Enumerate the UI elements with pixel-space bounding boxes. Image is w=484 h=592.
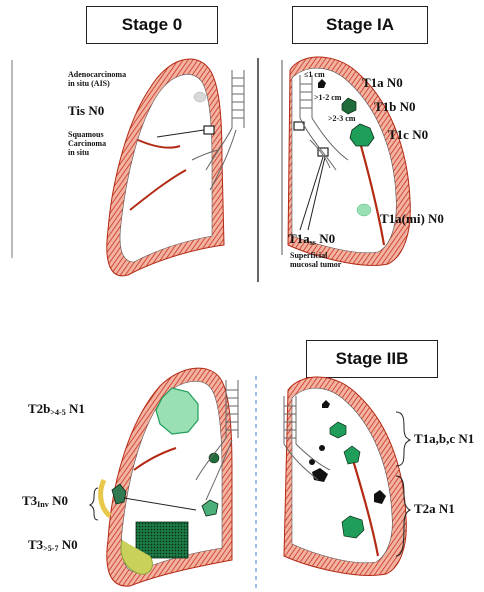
ais-label: Adenocarcinoma in situ (AIS) <box>68 70 148 88</box>
t1b-n0-label: T1b N0 <box>374 100 416 113</box>
squamous-label: Squamous Carcinoma in situ <box>68 130 128 157</box>
size-2-3-label: >2-3 cm <box>328 114 355 123</box>
size-1-2-label: >1-2 cm <box>314 93 341 102</box>
t3inv-sub: Inv <box>37 500 49 509</box>
squamous-label-line3: in situ <box>68 148 128 157</box>
t2b-n: N1 <box>66 401 85 416</box>
t2b-main: T2b <box>28 401 50 416</box>
stageII-left-lung <box>101 368 232 586</box>
t1a-ss-n0-label: T1ass N0 <box>288 232 335 247</box>
ais-lesion <box>194 92 206 102</box>
t3inv-main: T3 <box>22 493 37 508</box>
t3inv-yellow-chest <box>101 480 110 516</box>
t1a-ss-main: T1a <box>288 231 310 246</box>
t1a-ss-n: N0 <box>316 231 335 246</box>
stage0-lung-interior <box>120 74 212 262</box>
squamous-label-line2: Carcinoma <box>68 139 128 148</box>
t1c-n0-label: T1c N0 <box>388 128 428 141</box>
tis-n0-label: Tis N0 <box>68 104 104 117</box>
stageIIB-lung <box>284 377 406 575</box>
stage0-lung <box>107 59 224 276</box>
t1a-n0-label: T1a N0 <box>362 76 403 89</box>
t1a-mi-n0-label: T1a(mi) N0 <box>380 212 444 225</box>
iib-node-2 <box>319 445 325 451</box>
t3size-main: T3 <box>28 537 43 552</box>
size-le1-label: ≤1 cm <box>304 70 325 79</box>
brace-t1abc <box>396 412 410 466</box>
ais-label-line1: Adenocarcinoma <box>68 70 148 79</box>
t3size-n: N0 <box>58 537 77 552</box>
t1abc-n1-label: T1a,b,c N1 <box>414 432 474 445</box>
t1ami-lesion <box>357 204 371 216</box>
squamous-cis-marker <box>204 126 214 134</box>
superficial-label: Superficial mucosal tumor <box>290 251 370 269</box>
brace-t3inv <box>90 488 98 520</box>
ais-label-line2: in situ (AIS) <box>68 79 148 88</box>
t2b-n1-label: T2b>4-5 N1 <box>28 402 85 417</box>
t3size-sub: >5-7 <box>43 544 58 553</box>
t2a-n1-label: T2a N1 <box>414 502 455 515</box>
superficial-label-line1: Superficial <box>290 251 370 260</box>
stageIIB-lung-interior <box>292 388 392 563</box>
squamous-label-line1: Squamous <box>68 130 128 139</box>
superficial-label-line2: mucosal tumor <box>290 260 370 269</box>
t3-size-n0-label: T3>5-7 N0 <box>28 538 78 553</box>
t2b-sub: >4-5 <box>50 408 65 417</box>
t3-inv-n0-label: T3Inv N0 <box>22 494 68 509</box>
t3inv-n: N0 <box>49 493 68 508</box>
